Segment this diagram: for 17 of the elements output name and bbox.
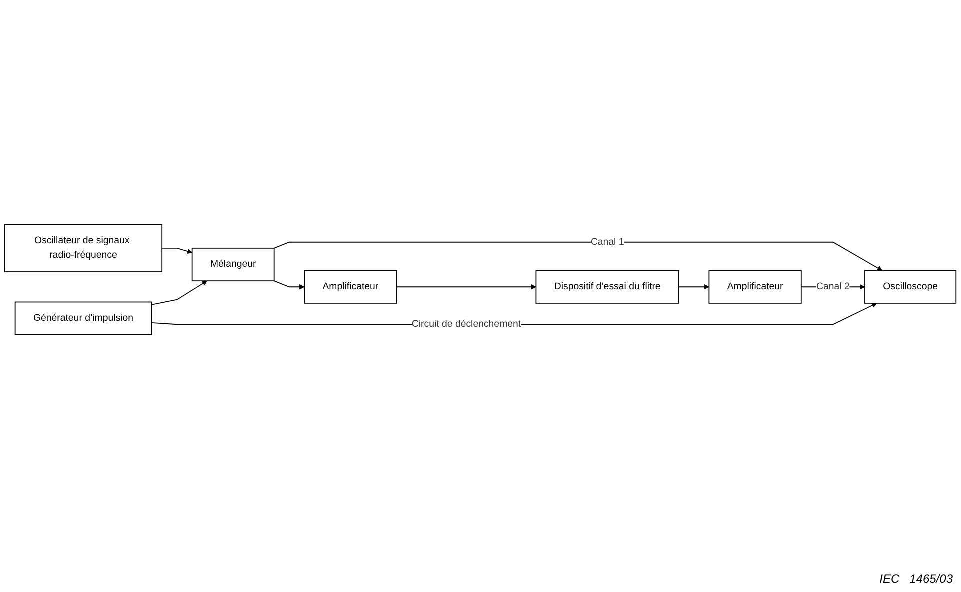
node-box: Oscillateur de signaux radio-fréquence (4, 224, 163, 273)
node-box: Dispositif d’essai du flitre (536, 270, 680, 304)
node-box: Amplificateur (708, 270, 802, 304)
arrow (678, 284, 710, 290)
node-box: Oscilloscope (864, 270, 957, 304)
figure-reference: IEC 1465/03 (880, 572, 953, 586)
edge-label: Canal 1 (590, 237, 624, 248)
node-box: Générateur d’impulsion (14, 302, 152, 336)
edge-label: Circuit de déclenchement (412, 319, 522, 330)
node-box: Amplificateur (304, 270, 398, 304)
arrow (151, 280, 208, 306)
edge-label: Canal 2 (816, 282, 850, 292)
node-box: Mélangeur (192, 248, 275, 282)
arrow (274, 280, 305, 290)
arrow (162, 248, 193, 254)
arrow (396, 284, 536, 290)
arrow (274, 242, 883, 272)
